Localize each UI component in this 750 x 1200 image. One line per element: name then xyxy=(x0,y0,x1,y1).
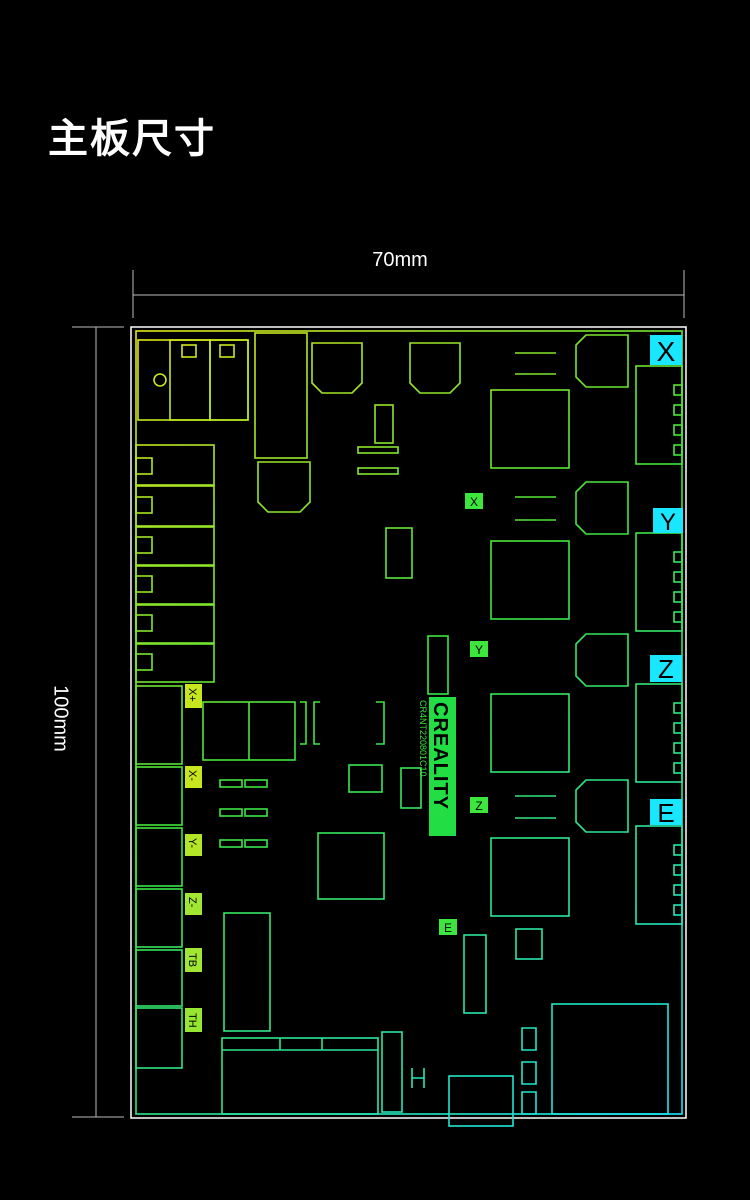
chip xyxy=(357,467,399,475)
power-input xyxy=(551,1003,669,1115)
capacitor xyxy=(575,633,629,687)
board-model: CR4NT220801C10 xyxy=(418,700,428,777)
board-outline xyxy=(130,326,687,1119)
sd-slot xyxy=(463,934,487,1014)
stepper-driver-y xyxy=(490,540,570,620)
motor-label-e-bg xyxy=(650,799,682,825)
endstop-connectors xyxy=(135,685,183,1069)
tall-connector xyxy=(254,332,308,459)
endstop-label-th: TH xyxy=(186,1013,198,1028)
bracket xyxy=(521,1027,537,1115)
capacitor xyxy=(409,342,461,394)
bracket xyxy=(300,701,320,745)
stepper-driver-z xyxy=(490,693,570,773)
motor-label-y: Y xyxy=(660,509,676,536)
small-component xyxy=(219,779,243,788)
capacitor xyxy=(575,481,629,535)
sense-resistors xyxy=(515,352,556,819)
chip xyxy=(348,764,383,793)
small-component xyxy=(244,839,268,848)
small-component xyxy=(244,779,268,788)
capacitor xyxy=(311,342,363,394)
brand-name: CREALITY xyxy=(429,702,451,810)
width-dimension-label: 70mm xyxy=(372,249,428,271)
stepper-driver-e xyxy=(490,837,570,917)
motor-label-x: X xyxy=(657,336,676,367)
endstop-label-yminus: Y- xyxy=(186,838,198,848)
motor-connectors xyxy=(635,365,683,925)
bracket xyxy=(376,701,385,745)
small-component xyxy=(244,808,268,817)
bottom-connector xyxy=(381,1031,403,1113)
endstop-label-xplus: X+ xyxy=(186,688,198,702)
left-connector-stack xyxy=(135,444,215,683)
chip xyxy=(357,446,399,454)
chip xyxy=(515,928,543,960)
driver-label-z: Z xyxy=(475,799,482,813)
endstop-label-zminus: Z- xyxy=(186,897,198,908)
capacitor xyxy=(575,779,629,833)
board-inner-outline xyxy=(135,330,683,1115)
power-connector xyxy=(137,339,249,421)
chip xyxy=(400,767,422,809)
chip xyxy=(374,404,394,444)
mcu xyxy=(317,832,385,900)
motor-label-e: E xyxy=(657,798,674,828)
chip xyxy=(427,635,449,695)
driver-label-x: X xyxy=(470,495,478,509)
motor-label-z: Z xyxy=(658,654,674,684)
header-block xyxy=(223,912,271,1032)
width-dimension-line xyxy=(132,270,685,318)
brand-background xyxy=(429,697,456,836)
capacitor xyxy=(257,461,311,513)
bottom-connector xyxy=(221,1037,379,1115)
motor-label-z-bg xyxy=(650,655,682,682)
driver-label-y: Y xyxy=(475,643,483,657)
capacitor xyxy=(575,334,629,388)
small-component xyxy=(219,808,243,817)
motor-label-y-bg xyxy=(653,508,683,533)
page-title: 主板尺寸 xyxy=(48,116,216,162)
small-component xyxy=(219,839,243,848)
usb-port xyxy=(448,1075,514,1127)
endstop-label-tb: TB xyxy=(186,953,198,967)
stepper-driver-x xyxy=(490,389,570,469)
chip xyxy=(385,527,413,579)
height-dimension-line xyxy=(72,326,124,1118)
endstop-label-xminus: X- xyxy=(186,770,198,781)
bracket xyxy=(411,1068,425,1088)
motor-label-x-bg xyxy=(650,335,682,365)
driver-label-e: E xyxy=(444,921,452,935)
